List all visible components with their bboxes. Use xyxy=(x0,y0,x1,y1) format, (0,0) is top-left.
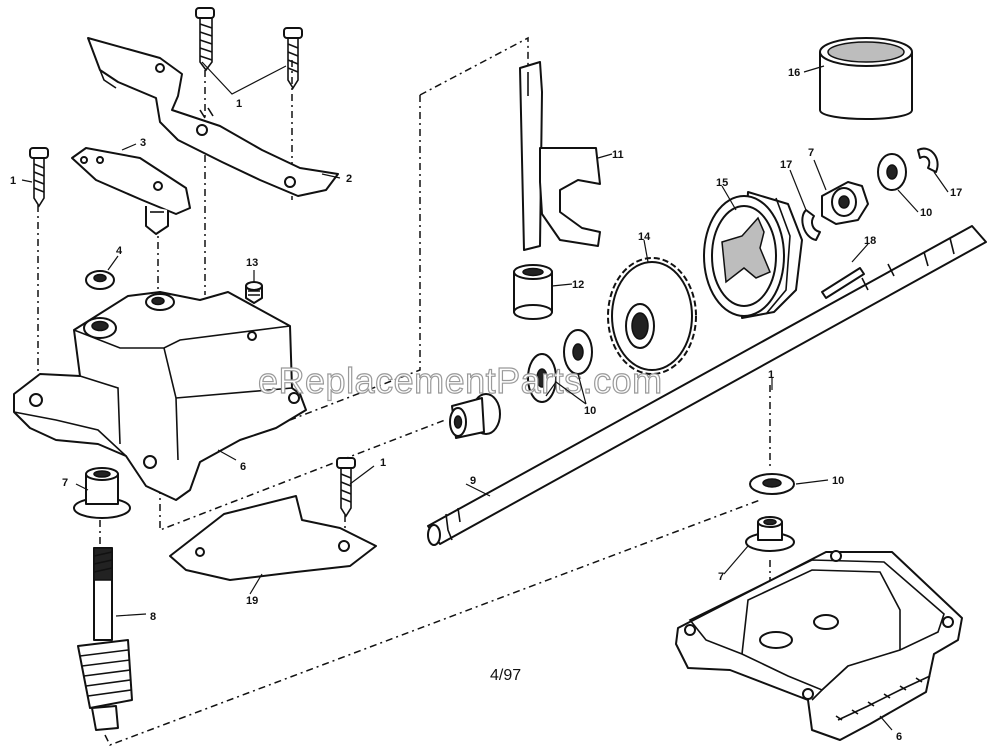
watermark: eReplacementParts.com xyxy=(258,360,663,401)
screw-mid xyxy=(336,457,356,518)
spacer-part-12 xyxy=(513,264,553,320)
washer-part-4 xyxy=(85,270,115,290)
callout-1-left: 1 xyxy=(10,175,16,187)
clutch-part-15 xyxy=(703,191,803,319)
washer-part-10-d xyxy=(749,473,795,495)
plug-part-13 xyxy=(245,281,263,304)
callout-6-left: 6 xyxy=(240,461,246,473)
callout-2: 2 xyxy=(346,173,352,185)
callout-1-top: 1 xyxy=(236,98,242,110)
callout-7-top: 7 xyxy=(808,147,814,159)
callout-16: 16 xyxy=(788,67,800,79)
callout-3: 3 xyxy=(140,137,146,149)
callout-1-mid: 1 xyxy=(380,457,386,469)
screw-left xyxy=(29,147,49,208)
callout-1-right: 1 xyxy=(768,369,774,381)
screw-top-b xyxy=(283,27,303,90)
callout-15: 15 xyxy=(716,177,728,189)
callout-10-top: 10 xyxy=(920,207,932,219)
washer-part-10-a xyxy=(527,353,557,403)
bracket-part-2 xyxy=(87,37,339,197)
sleeve-part-16 xyxy=(819,37,913,120)
callout-10-mid: 10 xyxy=(584,405,596,417)
callout-8: 8 xyxy=(150,611,156,623)
callout-labels: 1 1 1 1 2 3 4 13 6 7 8 19 9 10 11 12 14 … xyxy=(10,67,962,743)
bushing-left-part-7 xyxy=(73,467,131,519)
callout-17-b: 17 xyxy=(950,187,962,199)
callout-7-left: 7 xyxy=(62,477,68,489)
ring-part-17-a xyxy=(801,209,821,241)
bushing-bottom-part-7 xyxy=(745,516,795,552)
leader-lines xyxy=(21,61,949,731)
gear-housing-left-part-6 xyxy=(13,291,307,501)
screws-part-1 xyxy=(29,7,356,518)
callout-17-a: 17 xyxy=(780,159,792,171)
shift-arm-part-3 xyxy=(71,147,191,235)
bushing-right-part-7 xyxy=(821,181,869,225)
callout-11: 11 xyxy=(612,149,624,161)
callout-18: 18 xyxy=(864,235,876,247)
axle-shaft-part-9 xyxy=(427,225,987,546)
callout-19: 19 xyxy=(246,595,258,607)
gear-part-14 xyxy=(607,257,697,375)
callout-13: 13 xyxy=(246,257,258,269)
key-part-18 xyxy=(821,267,865,299)
gear-housing-right-part-6 xyxy=(675,550,963,741)
callout-10-right: 10 xyxy=(832,475,844,487)
washer-part-10-c xyxy=(877,153,907,191)
bushing-shaft-part-7 xyxy=(449,393,501,439)
revision-date: 4/97 xyxy=(490,667,521,684)
callout-7-bottom: 7 xyxy=(718,571,724,583)
callout-6-right: 6 xyxy=(896,731,902,743)
callout-9: 9 xyxy=(470,475,476,487)
plate-part-19 xyxy=(169,495,377,581)
callout-12: 12 xyxy=(572,279,584,291)
ring-part-17-b xyxy=(917,147,939,173)
callout-14: 14 xyxy=(638,231,651,243)
screw-top-a xyxy=(195,7,215,72)
shift-fork-part-11 xyxy=(519,61,601,251)
callout-4: 4 xyxy=(116,245,123,257)
worm-shaft-part-8 xyxy=(77,547,133,731)
